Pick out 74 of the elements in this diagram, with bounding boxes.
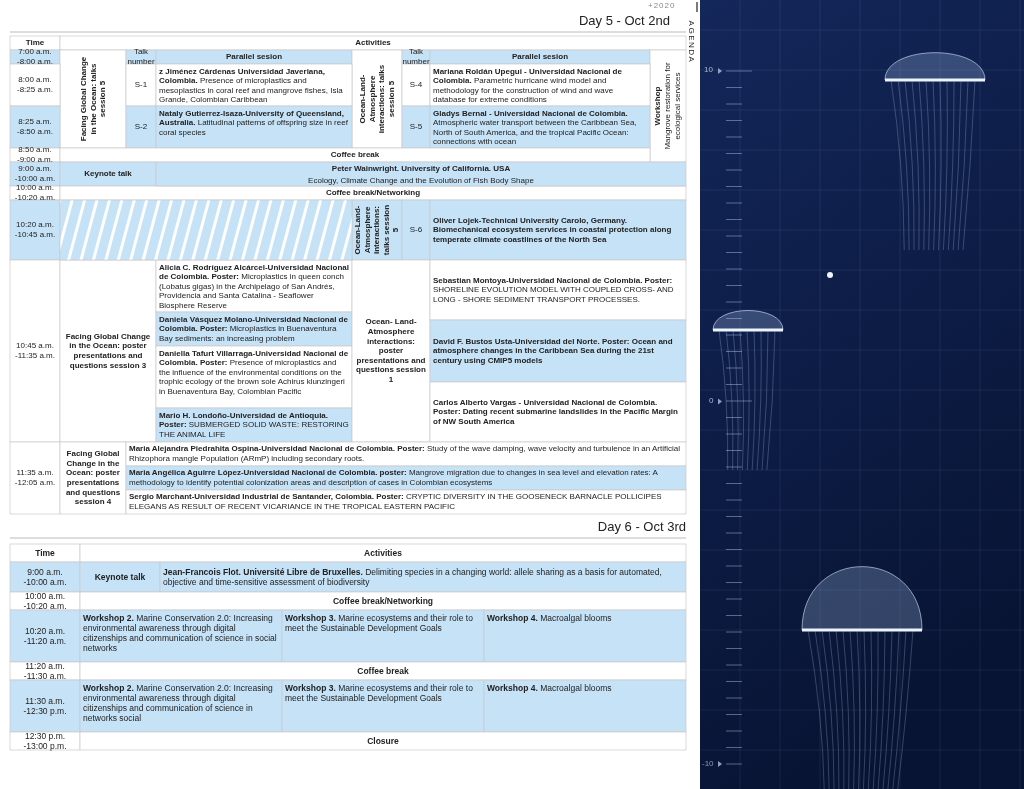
talk-title: Ecology, Climate Change and the Evolution of Fish Body Shape: [308, 176, 534, 186]
time-slot: 8:25 a.m. -8:50 a.m.: [13, 117, 57, 137]
workshop-entry: Workshop 4. Macroalgal blooms: [487, 612, 612, 623]
column-header: Time: [25, 38, 45, 48]
workshop-entry: Workshop 2. Marine Conservation 2.0: Increasing environmental awareness through digital citizenships and communication of science in networks social: [83, 682, 274, 724]
day-heading: Day 6 - Oct 3rd: [596, 520, 686, 535]
column-header: Activities: [355, 38, 391, 48]
time-slot: 8:00 a.m. -8:25 a.m.: [13, 75, 57, 95]
speaker-name: Peter Wainwright. University of California. USA: [331, 164, 511, 174]
workshop-label: Workshop: [653, 85, 663, 128]
time-slot: 9:00 a.m. -10:00 a.m.: [13, 164, 57, 184]
time-slot: 10:00 a.m. -10:20 a.m.: [19, 590, 71, 612]
time-slot: 11:30 a.m. -12:30 p.m.: [19, 695, 71, 717]
session-title: Facing Global Change in the Ocean: poster presentations and questions session 3: [64, 331, 152, 371]
time-slot: 10:45 a.m. -11:35 a.m.: [13, 341, 57, 361]
column-header: Time: [35, 547, 55, 559]
talk-entry: Mario H. Londoño-Universidad de Antioquia. Poster: SUBMERGED SOLID WASTE: RESTORING THE ANIMAL LIFE: [159, 410, 349, 440]
session-title: Ocean- Land- Atmosphere interactions: poster presentations and questions session 1: [355, 317, 427, 385]
scale-label: 0: [709, 397, 714, 406]
talk-number: S-4: [409, 80, 423, 90]
session-title: Facing Global Change in the Ocean: talks session 5: [78, 55, 108, 144]
time-slot: 8:50 a.m. -9:00 a.m.: [13, 145, 57, 165]
talk-entry: Daniela Vásquez Molano-Universidad Nacional de Colombia. Poster: Microplastics in Buenaventura Bay sediments: an increasing problem: [159, 314, 349, 344]
talk-entry: Daniella Tafurt Villarraga-Universidad Nacional de Colombia. Poster: Presence of microplastics and the influence of the environmental conditions on the trophic ecology of the brown sole Achirus klunzingeri in Buenaventura Bay, Colombian Pacific: [159, 348, 349, 397]
time-slot: 11:35 a.m. -12:05 a.m.: [13, 468, 57, 488]
talk-entry: Alicia C. Rodríguez Alcárcel-Universidad Nacional de Colombia. Poster: Microplastics in queen conch (Lobatus gigas) in the Archipelago of San Andrés, Providencia and Santa Catalina - Seaflower Biosphere Reserve: [159, 262, 349, 311]
column-header: Parallel sesion: [226, 52, 282, 62]
time-slot: 12:30 p.m. -13:00 p.m.: [19, 730, 71, 752]
talk-number: Talk number: [127, 47, 155, 67]
workshop-entry: Workshop 4. Macroalgal blooms: [487, 682, 612, 693]
column-header: Parallel sesion: [512, 52, 568, 62]
talk-entry: David F. Bustos Usta-Universidad del Norte. Poster: Ocean and atmosphere changes in the Caribbean Sea during the 21st century using CMIP5 models: [433, 336, 674, 366]
session-title: Facing Global Change in the Ocean: poster presentations and questions session 4: [64, 449, 122, 507]
schedule-item: Coffee break: [330, 150, 380, 160]
day-heading: Day 5 - Oct 2nd: [577, 14, 670, 29]
talk-number: S-2: [134, 122, 148, 132]
talk-entry: Oliver Lojek-Technical University Carolo, Germany. Biomechanical ecosystem services in coastal protection along temperate climate coastlines of the North Sea: [433, 215, 673, 245]
talk-entry: Sergio Marchant-Universidad Industrial de Santander, Colombia. Poster: CRYPTIC DIVERSITY IN THE GOOSENECK BARNACLE POLLICIPES ELEGANS AS RESULT OF RECENT VICARIANCE IN THE TROPICAL EASTERN PACIFIC: [129, 492, 663, 512]
schedule-item: Keynote talk: [84, 169, 132, 179]
time-slot: 10:20 a.m. -11:20 a.m.: [19, 625, 71, 647]
session-title: Ocean-Land-Atmosphere interactions: talks session 5: [353, 203, 401, 257]
time-slot: 9:00 a.m. -10:00 a.m.: [19, 566, 71, 588]
schedule-item: Coffee break/Networking: [332, 595, 434, 607]
talk-entry: Maria Alejandra Piedrahita Ospina-Universidad Nacional de Colombia. Poster: Study of the wave damping, wave velocity and turbulence in an Artificial Rhizophora mangle Population (ARmP) including secondary roots.: [129, 444, 682, 464]
talk-entry: Jean-Francois Flot. Université Libre de Bruxelles. Delimiting species in a changing world: allele sharing as a basis for automated, objective and time-sensitive assessment of biodiversity: [163, 566, 663, 588]
schedule-item: Closure: [367, 735, 399, 747]
time-slot: 10:00 a.m. -10:20 a.m.: [13, 183, 57, 203]
workshop-entry: Workshop 3. Marine ecosystems and their role to meet the Sustainable Development Goals: [285, 682, 474, 703]
talk-number: S-1: [134, 80, 148, 90]
section-label: AGENDA: [686, 20, 696, 64]
schedule-item: Coffee break/Networking: [325, 188, 421, 198]
scale-label: 10: [704, 66, 713, 75]
workshop-title: Mangrove restoration for ecological services: [663, 61, 683, 152]
time-slot: 10:20 a.m. -10:45 a.m.: [13, 220, 57, 240]
keynote-label: Keynote talk: [94, 571, 146, 583]
year-label: +2020: [648, 2, 676, 11]
talk-number: Talk number: [402, 47, 430, 67]
talk-number: S-6: [409, 225, 423, 235]
session-title: Ocean-Land-Atmosphere interactions: talks session 5: [357, 63, 397, 136]
scale-label: -10: [702, 760, 714, 769]
talk-entry: Carlos Alberto Vargas - Universidad Nacional de Colombia. Poster: Dating recent submarine landslides in the Pacific Margin of NW South America: [433, 397, 679, 427]
talk-entry: z Jiménez Cárdenas Universidad Javeriana, Colombia. Presence of microplastics and mesoplastics in coral reef and mangrove fishes, Isla Grande, Colombian Caribbean: [159, 66, 344, 105]
talk-entry: Mariana Roldán Upegui - Universidad Nacional de Colombia. Parametric hurricane wind model and methodology for the construction of wind and wave database for extreme conditions: [433, 66, 623, 105]
time-slot: 7:00 a.m. -8:00 a.m.: [13, 47, 57, 67]
talk-entry: Nataly Gutierrez-Isaza-University of Queensland, Australia. Latitudinal patterns of offspring size in reef coral species: [159, 108, 349, 138]
workshop-entry: Workshop 2. Marine Conservation 2.0: Increasing environmental awareness through digital citizenships and communication of science in social networks: [83, 612, 278, 654]
time-slot: 11:20 a.m. -11:30 a.m.: [19, 660, 71, 682]
workshop-entry: Workshop 3. Marine ecosystems and their role to meet the Sustainable Development Goals: [285, 612, 474, 633]
talk-entry: Gladys Bernal - Universidad Nacional de Colombia. Atmospheric water transport between the Caribbean Sea, North of South America, and the tropical Pacific Ocean: connections with ocean: [433, 108, 638, 147]
talk-entry: Maria Angélica Aguirre López-Universidad Nacional de Colombia. poster: Mangrove migration due to changes in sea level and elevation rates: A methodology to identify potential colonization areas and description of cases in Colombian ecosystems: [129, 468, 659, 488]
column-header: Activities: [364, 547, 402, 559]
talk-number: S-5: [409, 122, 423, 132]
schedule-item: Coffee break: [357, 665, 409, 677]
talk-entry: Sebastian Montoya-Universidad Nacional de Colombia. Poster: SHORELINE EVOLUTION MODEL WITH COUPLED CROSS- AND LONG - SHORE SEDIMENT TRANSPORT PROCESSES.: [433, 275, 675, 305]
